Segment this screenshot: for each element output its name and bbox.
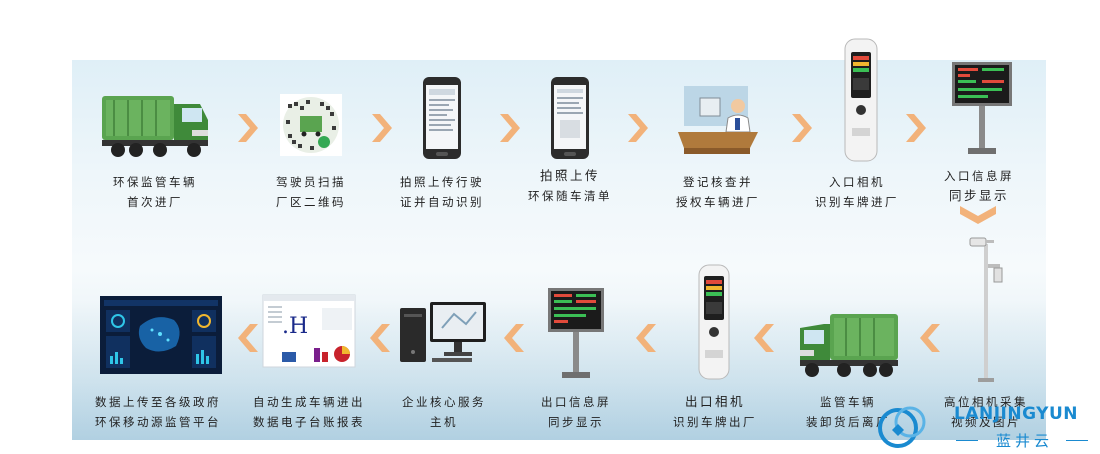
logo-divider-left: [956, 440, 978, 441]
step-5-line1: 登记核查并: [683, 175, 753, 189]
step-14-line1: 数据上传至各级政府: [95, 395, 221, 409]
step-11-line2: 同步显示: [548, 415, 604, 429]
step-2-line2: 厂区二维码: [276, 195, 346, 209]
phone-icon: [551, 77, 589, 159]
arrow-right-icon: [500, 114, 520, 142]
registration-desk-icon: [678, 86, 758, 154]
step-14-dashboard: [100, 296, 222, 374]
step-8-caption: 高位相机采集 视频及图片: [928, 392, 1044, 432]
step-12-line1: 企业核心服务: [402, 395, 486, 409]
info-screen-icon: [952, 62, 1012, 154]
arrow-right-icon: [906, 114, 926, 142]
step-5-line2: 授权车辆进厂: [676, 195, 760, 209]
camera-kiosk-icon: [698, 264, 730, 380]
arrow-left-icon: [504, 324, 524, 352]
step-7-line1: 入口信息屏: [944, 169, 1014, 183]
step-13-line2: 数据电子台账报表: [253, 415, 365, 429]
step-4-line1: 拍照上传: [539, 168, 600, 183]
pole-camera-icon: [969, 237, 1003, 382]
step-8-pole-camera: [966, 234, 1006, 384]
step-13-line1: 自动生成车辆进出: [253, 395, 365, 409]
logo-text-en: LANJINGYUN: [954, 404, 1079, 424]
step-10-caption: 出口相机 识别车牌出厂: [650, 392, 780, 432]
step-10-line2: 识别车牌出厂: [673, 415, 757, 429]
computer-icon: [400, 302, 486, 362]
step-14-line2: 环保移动源监管平台: [95, 415, 221, 429]
arrow-right-icon: [628, 114, 648, 142]
arrow-left-icon: [370, 324, 390, 352]
logo-divider-right: [1066, 440, 1088, 441]
step-12-line2: 主机: [430, 415, 458, 429]
arrow-right-icon: [792, 114, 812, 142]
step-2-caption: 驾驶员扫描 厂区二维码: [244, 172, 378, 212]
step-3-line1: 拍照上传行驶: [400, 175, 484, 189]
arrow-left-icon: [754, 324, 774, 352]
step-9-truck-exit: [796, 306, 900, 378]
step-9-line2: 装卸货后离厂: [806, 415, 890, 429]
step-13-caption: 自动生成车辆进出 数据电子台账报表: [236, 392, 382, 432]
step-4-caption: 拍照上传 环保随车清单: [508, 166, 632, 206]
step-1-line1: 环保监管车辆: [113, 175, 197, 189]
arrow-right-icon: [372, 114, 392, 142]
step-4-phone: [550, 76, 590, 160]
step-12-caption: 企业核心服务 主机: [384, 392, 504, 432]
truck-icon: [102, 96, 208, 157]
step-1-truck-entry: [100, 86, 212, 160]
step-11-caption: 出口信息屏 同步显示: [520, 392, 632, 432]
step-12-server-host: [398, 300, 490, 364]
step-9-caption: 监管车辆 装卸货后离厂: [790, 392, 906, 432]
camera-kiosk-icon: [844, 38, 878, 162]
step-6-line1: 入口相机: [829, 175, 885, 189]
step-4-line2: 环保随车清单: [528, 189, 612, 203]
qr-code-icon: [280, 94, 342, 156]
report-mark: .H: [282, 314, 309, 339]
step-1-caption: 环保监管车辆 首次进厂: [82, 172, 228, 212]
step-8-line1: 高位相机采集: [944, 395, 1028, 409]
report-icon: [262, 294, 356, 368]
logo-text-cn: 蓝井云: [996, 432, 1054, 450]
truck-icon: [800, 314, 898, 377]
step-10-exit-camera: [698, 264, 730, 380]
step-2-qr: [280, 94, 342, 156]
step-13-report: [262, 294, 356, 368]
phone-icon: [423, 77, 461, 159]
step-11-exit-screen: [546, 286, 606, 382]
step-2-line1: 驾驶员扫描: [276, 175, 346, 189]
step-8-line2: 视频及图片: [951, 415, 1021, 429]
step-3-phone: [422, 76, 462, 160]
step-14-caption: 数据上传至各级政府 环保移动源监管平台: [82, 392, 234, 432]
step-7-line2: 同步显示: [948, 188, 1009, 203]
step-6-caption: 入口相机 识别车牌进厂: [794, 172, 920, 212]
dashboard-icon: [100, 296, 222, 374]
step-3-caption: 拍照上传行驶 证并自动识别: [374, 172, 510, 212]
arrow-down-icon: [960, 206, 996, 224]
step-7-entry-screen: [950, 60, 1014, 158]
arrow-left-icon: [636, 324, 656, 352]
step-6-entry-camera: [844, 38, 878, 162]
step-5-caption: 登记核查并 授权车辆进厂: [656, 172, 780, 212]
lanjingyun-logo-icon: [878, 406, 926, 448]
step-7-caption: 入口信息屏 同步显示: [924, 166, 1034, 206]
arrow-left-icon: [920, 324, 940, 352]
arrow-left-icon: [238, 324, 258, 352]
info-screen-icon: [548, 288, 604, 378]
step-6-line2: 识别车牌进厂: [815, 195, 899, 209]
step-11-line1: 出口信息屏: [541, 395, 611, 409]
step-5-desk: [678, 84, 758, 156]
step-10-line1: 出口相机: [684, 394, 745, 409]
step-3-line2: 证并自动识别: [400, 195, 484, 209]
step-1-line2: 首次进厂: [127, 195, 183, 209]
arrow-right-icon: [238, 114, 258, 142]
step-9-line1: 监管车辆: [820, 395, 876, 409]
